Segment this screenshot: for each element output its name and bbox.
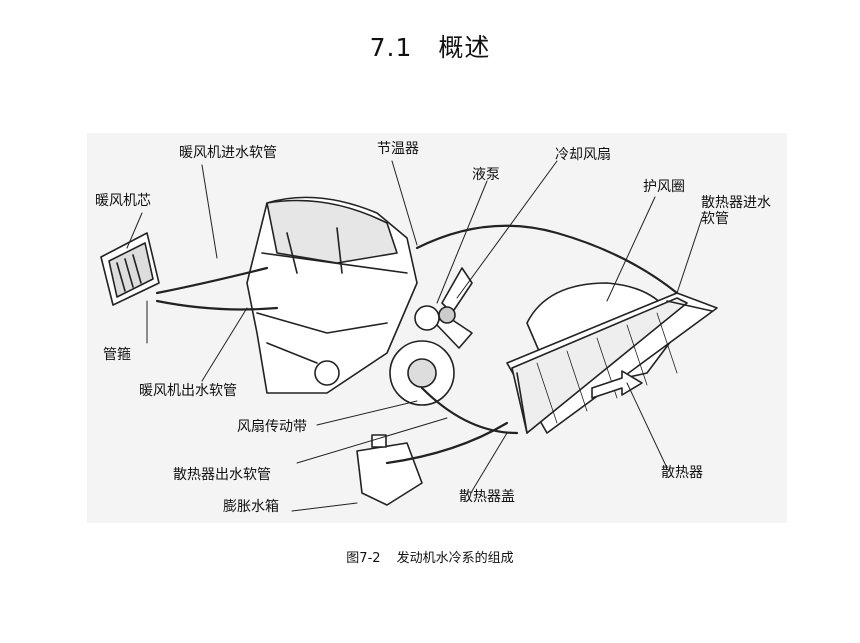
figure-caption-text: 发动机水冷系的组成 bbox=[396, 551, 514, 566]
label-heater-inlet-hose: 暖风机进水软管 bbox=[179, 145, 277, 161]
label-heater-outlet-hose: 暖风机出水软管 bbox=[139, 383, 237, 399]
engine-shape bbox=[246, 196, 418, 394]
hoses bbox=[155, 224, 679, 465]
figure-number: 图7-2 bbox=[346, 551, 381, 566]
label-expansion-tank: 膨胀水箱 bbox=[223, 499, 279, 515]
label-radiator-outlet-hose: 散热器出水软管 bbox=[173, 467, 271, 483]
label-fan-shroud: 护风圈 bbox=[643, 179, 685, 195]
fan-shape bbox=[436, 267, 473, 349]
leader-lines bbox=[126, 160, 703, 512]
radiator-shape bbox=[506, 292, 718, 434]
label-radiator: 散热器 bbox=[661, 465, 703, 481]
label-radiator-cap: 散热器盖 bbox=[459, 489, 515, 505]
label-fan-belt: 风扇传动带 bbox=[237, 419, 307, 435]
label-thermostat: 节温器 bbox=[377, 141, 419, 157]
label-water-pump: 液泵 bbox=[472, 167, 500, 183]
cooling-system-diagram: 暖风机进水软管 暖风机芯 节温器 液泵 冷却风扇 护风圈 散热器进水 软管 管箍… bbox=[87, 133, 787, 523]
water-pump-shape bbox=[389, 305, 455, 406]
heater-core-shape bbox=[100, 232, 160, 306]
label-radiator-inlet-hose: 散热器进水 软管 bbox=[701, 195, 771, 227]
label-cooling-fan: 冷却风扇 bbox=[555, 147, 611, 163]
label-hose-clamp: 管箍 bbox=[103, 347, 131, 363]
figure-caption: 图7-2 发动机水冷系的组成 bbox=[0, 547, 860, 566]
label-heater-core: 暖风机芯 bbox=[95, 193, 151, 209]
diagram-drawing bbox=[100, 160, 718, 512]
expansion-tank-shape bbox=[356, 434, 423, 506]
slide-title: 7.1 概述 bbox=[369, 33, 491, 62]
